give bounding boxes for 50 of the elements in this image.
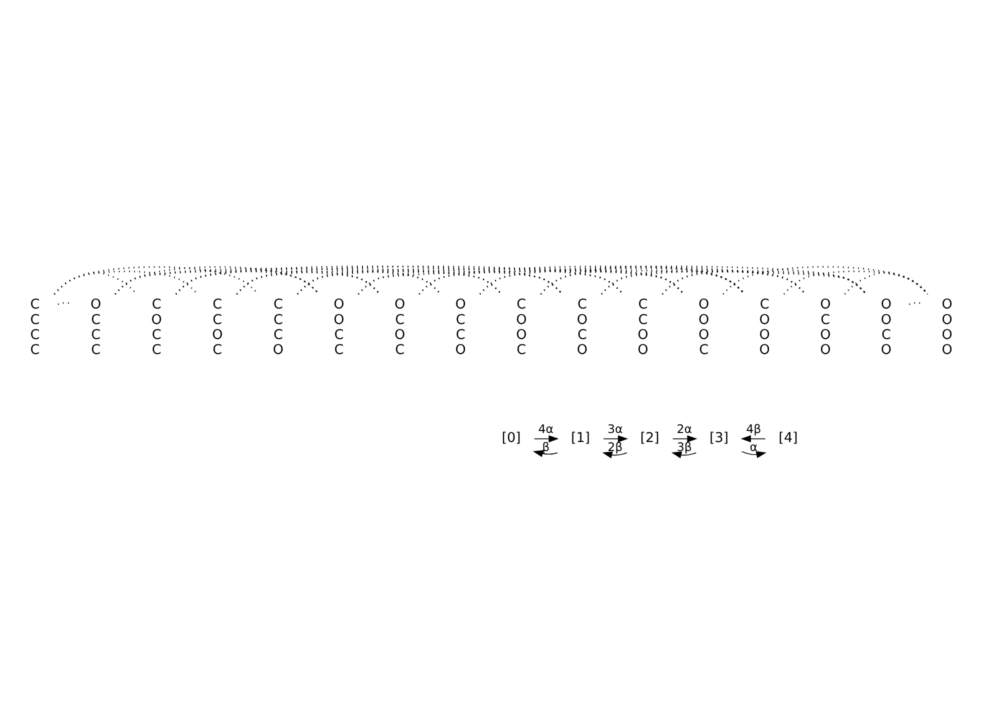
node-text: C O O O: [759, 296, 770, 358]
connector: [297, 268, 624, 295]
connector: [54, 266, 259, 295]
node-text: O C C O: [455, 296, 466, 358]
edge-label: 4β: [746, 422, 762, 436]
edge-label: β: [542, 440, 550, 454]
node-text: C O C C: [151, 296, 162, 358]
node-text: O O C O: [880, 296, 892, 358]
arrow: [534, 435, 559, 442]
arrow: [671, 452, 697, 458]
node-text: [3]: [709, 430, 729, 446]
node-text: [4]: [778, 430, 798, 446]
arrow: [672, 435, 698, 442]
arrow: [603, 435, 628, 442]
connector: [722, 266, 928, 295]
node-text: O O O C: [698, 296, 710, 358]
edge-label: α: [750, 440, 758, 454]
connector: [114, 268, 442, 295]
node-text: C C C O: [272, 296, 284, 358]
connector: [175, 266, 563, 295]
arrow: [532, 450, 558, 458]
connector: [479, 266, 867, 295]
node-text: O O O O: [942, 296, 952, 358]
connector: [418, 266, 806, 295]
edge-label: 2β: [608, 440, 623, 454]
edge-label: 2α: [676, 422, 692, 436]
edge-label: 4α: [538, 422, 554, 436]
connector: [540, 266, 746, 295]
node-text: C C O O: [638, 296, 648, 358]
node-text: O O C C: [334, 296, 344, 358]
connector: [236, 266, 624, 295]
node-text: C C C C: [30, 296, 40, 358]
connector: [358, 270, 867, 295]
node-text: [0]: [502, 430, 521, 446]
node-text: [1]: [570, 430, 590, 446]
connector: [783, 270, 928, 295]
arrow: [741, 451, 766, 458]
node-text: [2]: [640, 430, 660, 446]
connector: [601, 270, 867, 295]
node-text: O C C C: [90, 296, 102, 358]
node-text: O C O C: [394, 296, 406, 358]
node-text: C O C O: [576, 296, 588, 358]
node-text: C C O C: [212, 296, 223, 358]
node-text: O C O O: [820, 296, 831, 358]
connector: [662, 270, 806, 295]
edge-label: 3β: [676, 440, 692, 454]
arrow: [740, 435, 766, 442]
edge-label: 3α: [607, 422, 623, 436]
node-text: C O O C: [516, 296, 527, 358]
arrow: [602, 452, 628, 458]
